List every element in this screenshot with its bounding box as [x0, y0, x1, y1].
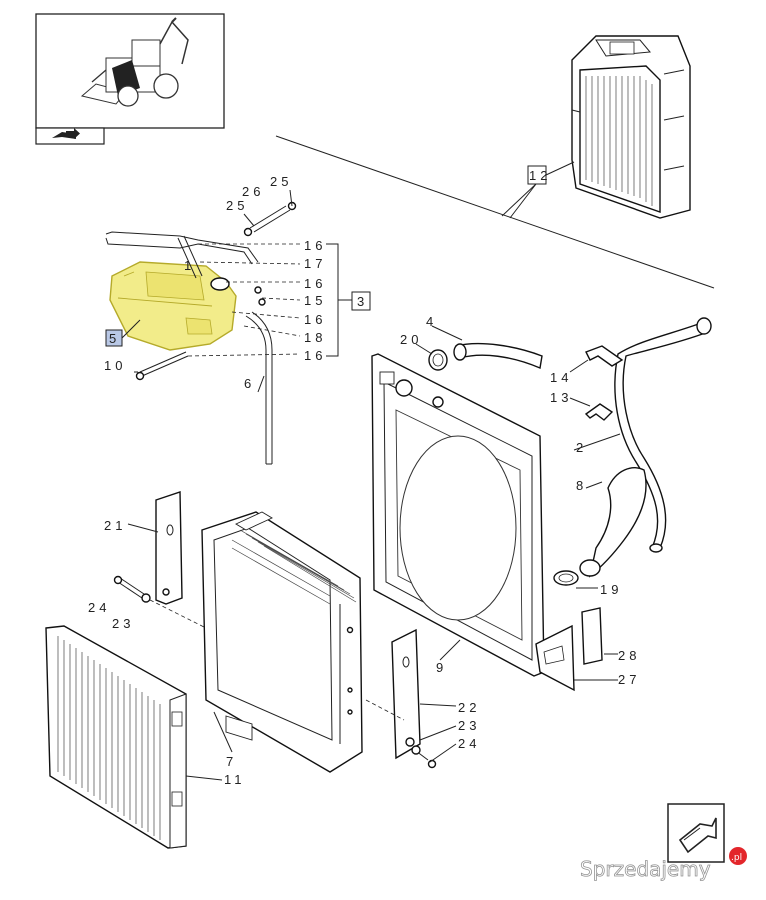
mounting-bracket-22: [391, 628, 421, 760]
callout-16-a: 16: [304, 238, 326, 253]
callout-18: 18: [304, 330, 326, 345]
callout-5: 5: [109, 331, 120, 346]
callout-21: 21: [104, 518, 126, 533]
callout-20: 20: [400, 332, 422, 347]
callout-6: 6: [244, 376, 255, 391]
callout-box-3: [351, 291, 371, 311]
callout-24-left: 24: [88, 600, 110, 615]
watermark: Sprzedajemy .pl: [580, 847, 747, 881]
callout-17: 17: [304, 256, 326, 271]
callout-16-d: 16: [304, 348, 326, 363]
callout-23-right: 23: [458, 718, 480, 733]
callout-1: 1: [184, 258, 195, 273]
callout-3: 3: [357, 294, 368, 309]
locator-panel: [35, 13, 225, 145]
watermark-text: Sprzedajemy: [580, 857, 711, 881]
callout-2: 2: [576, 440, 587, 455]
callout-16-b: 16: [304, 276, 326, 291]
callout-11: 11: [224, 772, 246, 787]
callout-22: 22: [458, 700, 480, 715]
callout-8: 8: [576, 478, 587, 493]
callout-13: 13: [550, 390, 572, 405]
charge-air-cooler: [45, 625, 187, 849]
filler-cap: [210, 277, 230, 291]
callout-9: 9: [436, 660, 447, 675]
section-line: [275, 135, 715, 289]
callout-19: 19: [600, 582, 622, 597]
backhoe-loader-locator-icon: [80, 17, 189, 107]
assembled-radiator-view: [571, 35, 691, 219]
expansion-tank-highlight[interactable]: [109, 261, 237, 351]
radiator-core: [201, 511, 363, 773]
callout-25-upper: 25: [226, 198, 248, 213]
callout-24-right: 24: [458, 736, 480, 751]
next-page-arrow-icon[interactable]: [667, 803, 725, 863]
callout-4: 4: [426, 314, 437, 329]
callout-26: 26: [242, 184, 264, 199]
callout-27: 27: [618, 672, 640, 687]
callout-28: 28: [618, 648, 640, 663]
callout-7: 7: [226, 754, 237, 769]
callout-15: 15: [304, 293, 326, 308]
callout-23-left: 23: [112, 616, 134, 631]
callout-12: 12: [529, 168, 551, 183]
callout-25: 25: [270, 174, 292, 189]
book-arrow-icon[interactable]: [52, 128, 80, 139]
mounting-bracket-21: [155, 491, 183, 605]
watermark-suffix: .pl: [731, 853, 742, 863]
fan-shroud: [371, 353, 545, 677]
callout-14: 14: [550, 370, 572, 385]
watermark-badge: [729, 847, 747, 865]
callout-10: 10: [104, 358, 126, 373]
callout-16-c: 16: [304, 312, 326, 327]
